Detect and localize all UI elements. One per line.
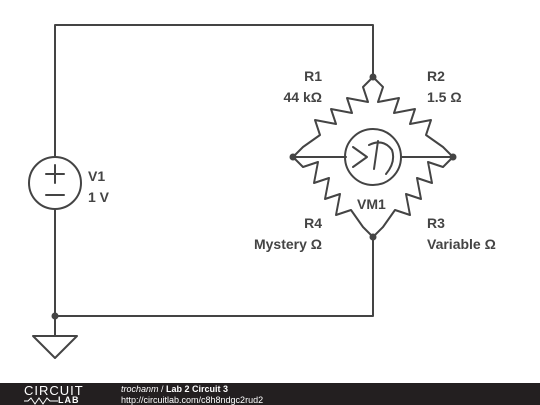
credit-separator: /	[158, 384, 167, 394]
logo-lab-row: LAB	[24, 395, 80, 405]
resistor-logo-icon	[24, 396, 58, 405]
r3-name-label: R3	[427, 215, 445, 231]
logo-circuit-text: CIRCUIT	[24, 383, 84, 398]
v1-name-label: V1	[88, 168, 105, 184]
v1-value-label: 1 V	[88, 189, 110, 205]
r2-value-label: 1.5 Ω	[427, 89, 462, 105]
vm1-name-label: VM1	[357, 196, 386, 212]
junction-dot	[369, 233, 377, 241]
junction-dot	[289, 153, 297, 161]
r1-name-label: R1	[304, 68, 322, 84]
circuitlab-logo[interactable]: CIRCUIT LAB	[14, 383, 114, 405]
r2-name-label: R2	[427, 68, 445, 84]
resistor-r1	[292, 76, 374, 158]
circuit-url-link[interactable]: http://circuitlab.com/c8h8ndgc2rud2	[121, 395, 264, 405]
meter-arrow	[352, 146, 368, 168]
voltmeter-vm1	[344, 128, 402, 186]
resistor-r3	[372, 156, 454, 238]
author-link[interactable]: trochanm	[121, 384, 159, 394]
voltage-source-v1	[28, 156, 82, 210]
footer-bar: CIRCUIT LAB trochanm / Lab 2 Circuit 3 h…	[0, 383, 540, 405]
resistor-r2	[372, 76, 454, 158]
ground-symbol	[32, 335, 78, 359]
credit-line: trochanm / Lab 2 Circuit 3	[121, 384, 228, 394]
wire-bottom	[54, 209, 374, 317]
circuit-title-link[interactable]: Lab 2 Circuit 3	[166, 384, 229, 394]
junction-dot	[369, 73, 377, 81]
resistor-r4	[292, 156, 374, 238]
junction-dot	[449, 153, 457, 161]
circuit-schematic: R1 44 kΩ R2 1.5 Ω V1 1 V VM1 R4 Mystery …	[28, 24, 496, 359]
r4-name-label: R4	[304, 215, 322, 231]
meter-dial	[368, 140, 395, 175]
junction-dot	[51, 312, 59, 320]
r3-value-label: Variable Ω	[427, 236, 496, 252]
wire-top	[54, 24, 374, 158]
r4-value-label: Mystery Ω	[254, 236, 322, 252]
logo-lab-text: LAB	[58, 395, 80, 405]
r1-value-label: 44 kΩ	[284, 89, 322, 105]
